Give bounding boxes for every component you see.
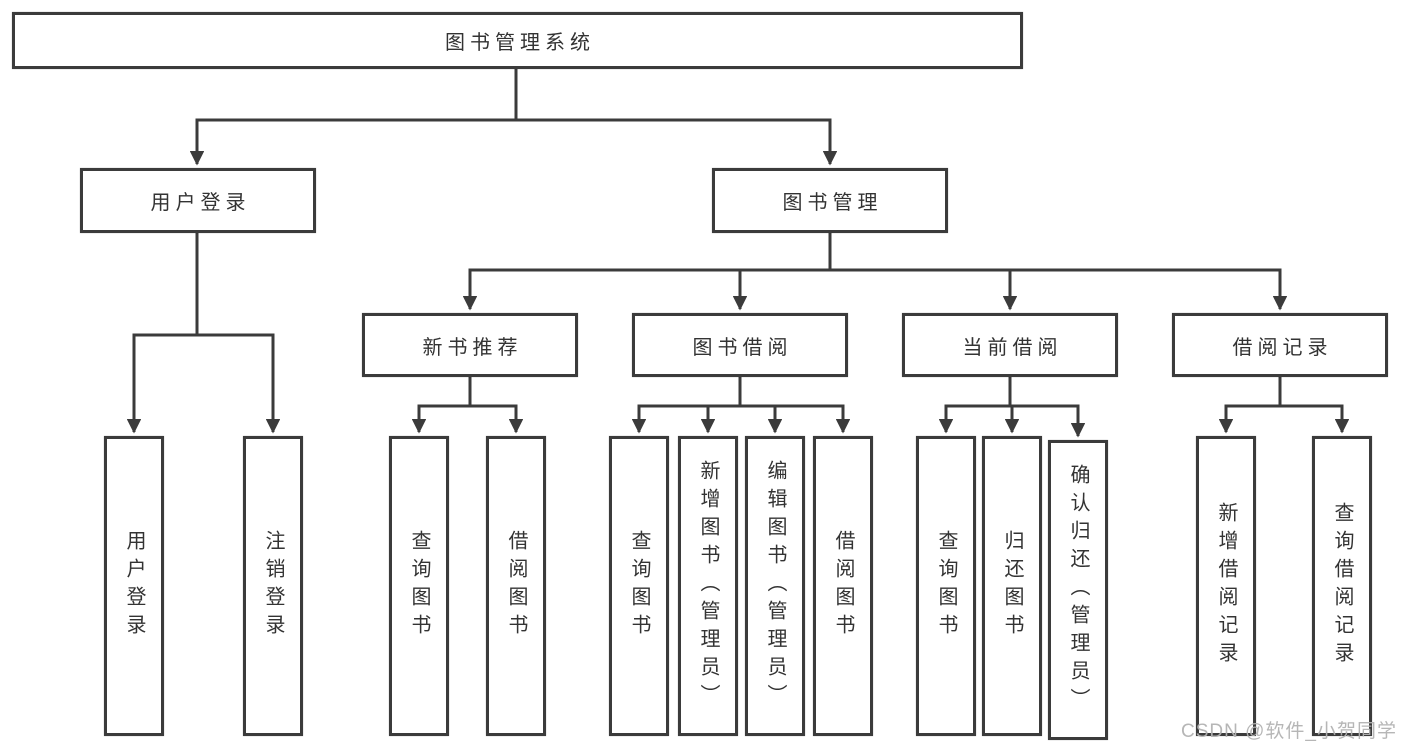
node-book-management-label: 图书管理 [782, 192, 883, 214]
leaf-cb-query-books-label: 查询图书 [935, 530, 957, 642]
node-book-borrow: 图书借阅 [632, 313, 848, 377]
node-root-library-system: 图书管理系统 [12, 12, 1023, 69]
node-book-management: 图书管理 [712, 168, 948, 233]
node-root-label: 图书管理系统 [445, 32, 595, 54]
leaf-cb-return-books: 归还图书 [982, 436, 1042, 736]
leaf-bb-borrow-books-label: 借阅图书 [832, 530, 854, 642]
leaf-bb-query-books: 查询图书 [609, 436, 669, 736]
leaf-br-add-record-label: 新增借阅记录 [1215, 502, 1237, 670]
leaf-nb-query-books: 查询图书 [389, 436, 449, 736]
leaf-nb-borrow-books: 借阅图书 [486, 436, 546, 736]
node-user-login: 用户登录 [80, 168, 316, 233]
leaf-br-query-record-label: 查询借阅记录 [1331, 502, 1353, 670]
leaf-bb-edit-books-admin: 编辑图书（管理员） [745, 436, 805, 736]
node-current-borrow: 当前借阅 [902, 313, 1118, 377]
node-borrow-records: 借阅记录 [1172, 313, 1388, 377]
leaf-logout-label: 注销登录 [262, 530, 284, 642]
leaf-user-login: 用户登录 [104, 436, 164, 736]
leaf-nb-query-books-label: 查询图书 [408, 530, 430, 642]
node-book-borrow-label: 图书借阅 [692, 336, 793, 359]
leaf-cb-confirm-return-admin: 确认归还（管理员） [1048, 440, 1108, 740]
leaf-br-add-record: 新增借阅记录 [1196, 436, 1256, 736]
node-borrow-records-label: 借阅记录 [1232, 336, 1333, 359]
leaf-bb-borrow-books: 借阅图书 [813, 436, 873, 736]
leaf-cb-query-books: 查询图书 [916, 436, 976, 736]
leaf-bb-add-books-admin-label: 新增图书（管理员） [697, 460, 719, 712]
node-new-book-recommend-label: 新书推荐 [422, 336, 523, 359]
leaf-bb-query-books-label: 查询图书 [628, 530, 650, 642]
leaf-nb-borrow-books-label: 借阅图书 [505, 530, 527, 642]
leaf-cb-return-books-label: 归还图书 [1001, 530, 1023, 642]
leaf-cb-confirm-return-admin-label: 确认归还（管理员） [1067, 464, 1089, 716]
leaf-logout: 注销登录 [243, 436, 303, 736]
csdn-watermark: CSDN @软件_小贺同学 [1181, 721, 1397, 742]
leaf-bb-add-books-admin: 新增图书（管理员） [678, 436, 738, 736]
leaf-bb-edit-books-admin-label: 编辑图书（管理员） [764, 460, 786, 712]
node-current-borrow-label: 当前借阅 [962, 336, 1063, 359]
node-new-book-recommend: 新书推荐 [362, 313, 578, 377]
node-user-login-label: 用户登录 [150, 192, 251, 214]
leaf-user-login-label: 用户登录 [123, 530, 145, 642]
leaf-br-query-record: 查询借阅记录 [1312, 436, 1372, 736]
